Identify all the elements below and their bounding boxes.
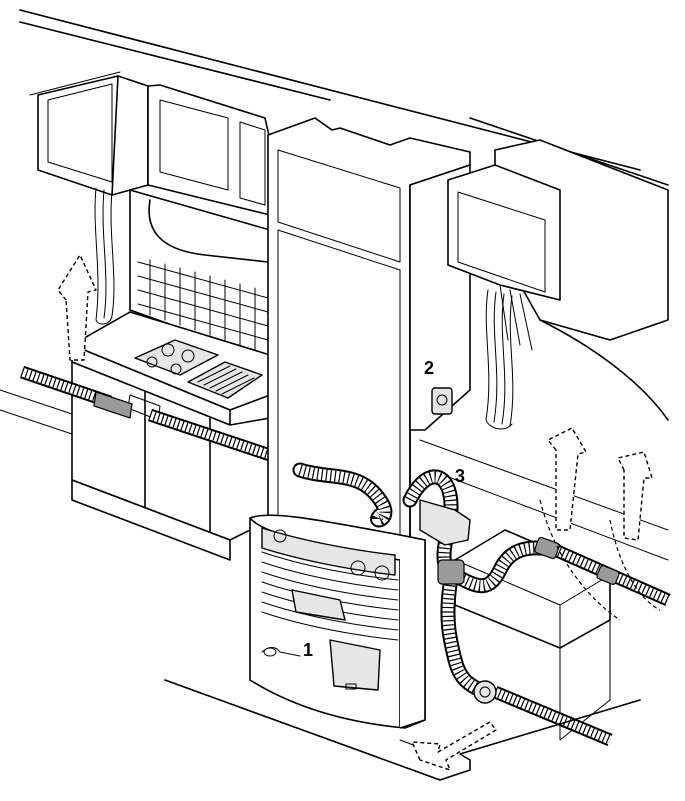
overhead-cabinet-left [37,75,149,196]
overhead-cabinet-right [447,164,561,351]
gas-hob [134,339,219,376]
hose-fittings [419,499,620,704]
curtain-right [485,289,514,430]
control-panel [431,387,453,415]
warm-air-arrows-right [539,427,661,621]
warm-air-duct-left [19,365,273,462]
callout-1: 1 [303,640,313,660]
callout-2: 2 [424,358,434,378]
callout-3: 3 [455,466,465,486]
curtain-left [94,187,115,325]
sink [187,361,263,399]
heater-grille [261,551,399,691]
warm-air-arrow-left [57,254,97,361]
exhaust-arrow-down [411,721,497,771]
overhead-cabinet-center [147,84,271,216]
heater-brand-logo [261,647,357,690]
